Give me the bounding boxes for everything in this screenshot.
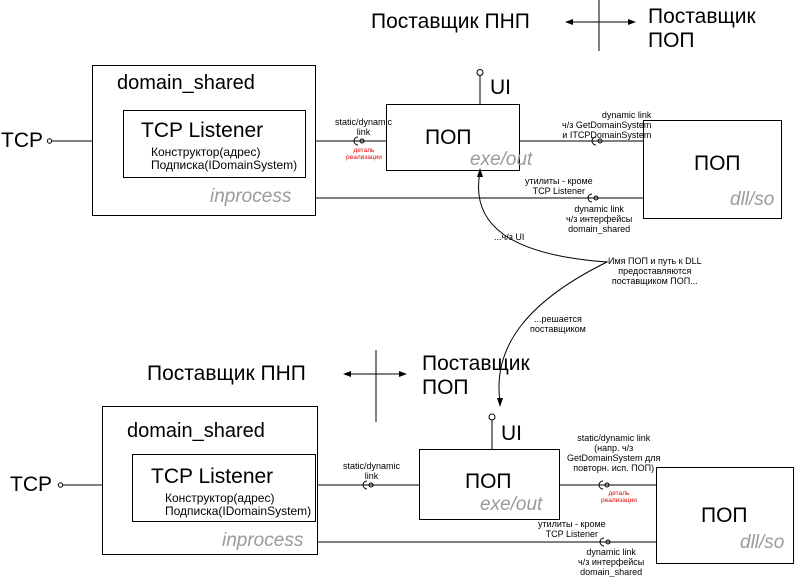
bottom-constructor-label: Конструктор(адрес) — [165, 491, 275, 505]
top-cross-arrow-right — [628, 19, 636, 25]
bottom-cross-arrow-left — [343, 371, 351, 377]
top-static-link-note: static/dynamic link — [335, 117, 393, 137]
top-pop-exe-box — [386, 104, 520, 171]
bottom-supplier-pop-label-2: ПОП — [422, 376, 469, 399]
top-tcp-port — [46, 138, 53, 144]
bottom-inprocess-socket — [599, 537, 605, 547]
top-dynamic-link-ball — [597, 138, 603, 144]
curved-arrow-head-bottom — [497, 398, 503, 407]
bottom-domain-shared-box — [102, 406, 318, 555]
bottom-ui-port — [488, 413, 496, 421]
bottom-dynamic-link-ball — [604, 482, 610, 488]
curved-arrow-head-top — [477, 168, 483, 177]
bottom-supplier-pop-label-1: Поставщик — [422, 352, 530, 375]
top-tcp-label: TCP — [1, 129, 43, 152]
top-constructor-label: Конструктор(адрес) — [151, 145, 261, 159]
top-inprocess-ball — [593, 195, 599, 201]
top-exe-out-label: exe/out — [470, 149, 533, 170]
bottom-static-link-ball — [368, 482, 374, 488]
bottom-tcp-label: TCP — [10, 473, 52, 496]
decided-note: ...решается поставщиком — [530, 314, 586, 334]
bottom-tcp-port — [57, 482, 64, 488]
name-path-note: Имя ПОП и путь к DLL предоставляются пос… — [608, 256, 702, 286]
top-detail-note: деталь реализации — [346, 147, 382, 161]
top-pop-dll-title: ПОП — [694, 152, 741, 175]
top-dyn-ifaces-note: dynamic link ч/з интерфейсы domain_share… — [566, 204, 633, 234]
top-utils-note: утилиты - кроме TCP Listener — [525, 176, 593, 196]
top-supplier-pop-label-1: Поставщик — [648, 5, 756, 28]
bottom-cross-arrow-right — [399, 371, 407, 377]
bottom-dynamic-link-socket — [598, 480, 604, 490]
bottom-static-link-socket — [362, 480, 368, 490]
bottom-dyn-ifaces-note: dynamic link ч/з интерфейсы domain_share… — [578, 547, 645, 577]
top-dynamic-link-note: dynamic link ч/з GetDomainSystem и ITCPD… — [562, 110, 652, 140]
bottom-static-right-note: static/dynamic link (напр. ч/з GetDomain… — [567, 433, 661, 473]
bottom-pop-exe-title: ПОП — [465, 470, 512, 493]
bottom-tcp-listener-box — [132, 454, 316, 522]
bottom-subscription-label: Подписка(IDomainSystem) — [165, 504, 312, 518]
bottom-domain-shared-title: domain_shared — [127, 420, 265, 442]
bottom-detail-note: деталь реализации — [601, 490, 637, 504]
bottom-tcp-listener-title: TCP Listener — [151, 465, 274, 488]
via-ui-note: ...ч/з UI — [494, 232, 525, 242]
top-dynamic-link-socket — [591, 136, 597, 146]
bottom-dll-so-label: dll/so — [740, 532, 785, 553]
bottom-supplier-pnp-label: Поставщик ПНП — [147, 362, 306, 385]
bottom-ui-label: UI — [501, 422, 522, 445]
top-static-link-ball — [359, 138, 365, 144]
top-tcp-listener-title: TCP Listener — [141, 119, 264, 142]
top-ui-label: UI — [490, 76, 511, 99]
top-inprocess-socket — [587, 193, 593, 203]
bottom-static-link-note: static/dynamic link — [343, 461, 401, 481]
top-pop-exe-title: ПОП — [425, 126, 472, 149]
bottom-inprocess-ball — [605, 539, 611, 545]
top-pop-dll-box — [643, 120, 782, 219]
curved-arrow — [478, 171, 609, 403]
top-ui-port — [476, 69, 484, 76]
bottom-pop-dll-title: ПОП — [701, 504, 748, 527]
top-domain-shared-title: domain_shared — [117, 72, 255, 94]
top-subscription-label: Подписка(IDomainSystem) — [151, 158, 298, 172]
top-supplier-pop-label-2: ПОП — [648, 29, 695, 52]
top-cross-arrow-left — [565, 19, 573, 25]
bottom-utils-note: утилиты - кроме TCP Listener — [538, 519, 606, 539]
top-dll-so-label: dll/so — [730, 189, 775, 210]
bottom-exe-out-label: exe/out — [480, 494, 543, 515]
bottom-pop-dll-box — [656, 467, 794, 564]
top-static-link-socket — [353, 136, 359, 146]
top-inprocess-label: inprocess — [210, 186, 292, 207]
top-tcp-listener-box — [123, 110, 306, 178]
bottom-inprocess-label: inprocess — [222, 530, 304, 551]
top-supplier-pnp-label: Поставщик ПНП — [371, 10, 530, 33]
